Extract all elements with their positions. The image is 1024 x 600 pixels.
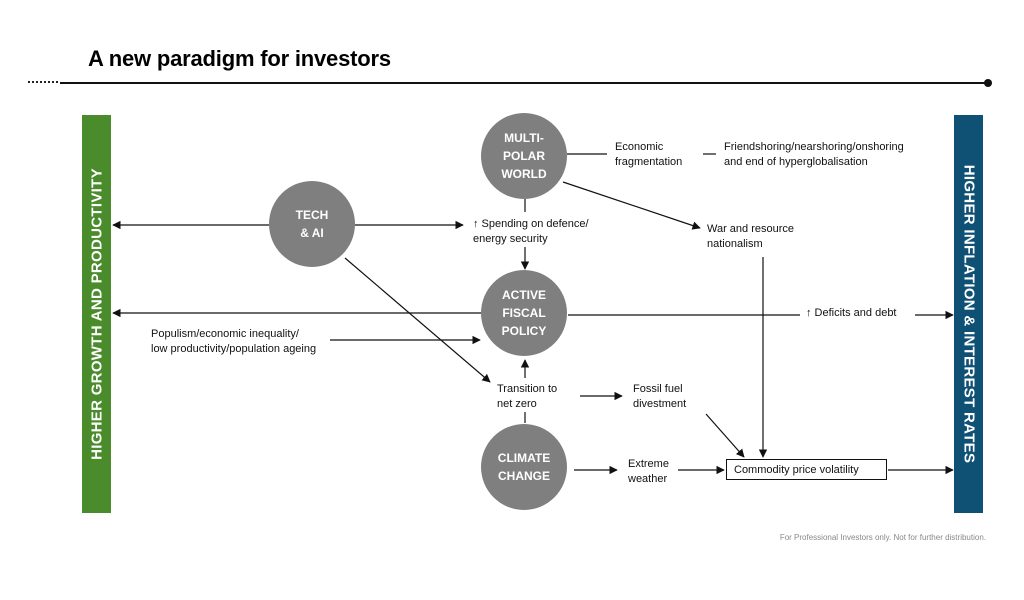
title-rule-endpoint: [984, 79, 992, 87]
page-title: A new paradigm for investors: [88, 46, 391, 71]
extreme-weather-label: Extreme weather: [628, 458, 669, 485]
war-resource-label: War and resource nationalism: [707, 223, 795, 250]
tech-to-netzero-arrow: [344, 257, 491, 383]
multipolar-to-war-arrow: [562, 181, 701, 230]
right-bar: HIGHER INFLATION & INTEREST RATES: [954, 115, 983, 513]
friendshoring-label: Friendshoring/nearshoring/onshoring and …: [724, 141, 904, 168]
tech-ai-node: TECH & AI: [269, 181, 355, 267]
active-fiscal-policy-node: ACTIVE FISCAL POLICY: [481, 270, 567, 356]
economic-fragmentation-label: Economic fragmentation: [615, 141, 683, 168]
commodity-price-volatility-box: Commodity price volatility: [726, 459, 887, 480]
climate-change-node: CLIMATE CHANGE: [481, 424, 567, 510]
title-rule-dots: [28, 81, 58, 83]
fossil-fuel-label: Fossil fuel divestment: [633, 383, 687, 410]
active-fiscal-policy-label: ACTIVE FISCAL POLICY: [501, 288, 547, 338]
populism-label: Populism/economic inequality/ low produc…: [151, 328, 317, 355]
footer-disclaimer: For Professional Investors only. Not for…: [779, 533, 986, 542]
net-zero-label: Transition to net zero: [497, 383, 558, 410]
climate-change-label: CLIMATE CHANGE: [497, 451, 551, 483]
left-bar: HIGHER GROWTH AND PRODUCTIVITY: [82, 115, 111, 513]
title-rule: [60, 82, 988, 84]
multipolar-world-label: MULTI- POLAR WORLD: [501, 131, 547, 181]
multipolar-world-node: MULTI- POLAR WORLD: [481, 113, 567, 199]
deficits-debt-label: ↑ Deficits and debt: [806, 307, 897, 319]
spending-defence-label: ↑ Spending on defence/ energy security: [473, 218, 589, 245]
fossil-to-commodity-arrow: [705, 413, 745, 458]
tech-ai-label: TECH & AI: [295, 208, 329, 240]
